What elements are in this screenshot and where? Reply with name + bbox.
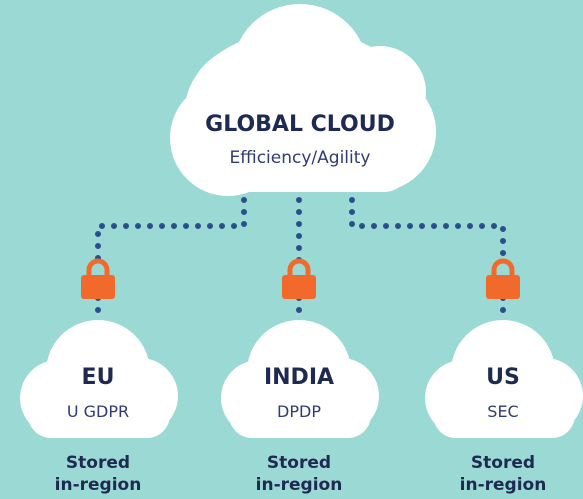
lock-icon <box>81 258 115 299</box>
region-subtitle-us: SEC <box>487 402 519 421</box>
global-cloud-title: GLOBAL CLOUD <box>205 112 395 137</box>
region-note-eu-line2: in-region <box>54 475 142 495</box>
region-title-eu: EU <box>81 365 115 390</box>
region-subtitle-india: DPDP <box>277 402 321 421</box>
connector-to-us <box>349 197 506 265</box>
region-note-india-line2: in-region <box>255 475 343 495</box>
india-cloud-shape <box>221 320 379 438</box>
region-note-eu-line1: Stored <box>65 453 131 473</box>
region-note-us-line2: in-region <box>459 475 547 495</box>
region-note-india-line1: Stored <box>266 453 332 473</box>
region-subtitle-eu: U GDPR <box>66 402 130 421</box>
lock-icon <box>282 258 316 299</box>
global-cloud-subtitle: Efficiency/Agility <box>229 148 371 168</box>
region-note-us-line1: Stored <box>470 453 536 473</box>
lock-icon <box>486 258 520 299</box>
region-title-india: INDIA <box>263 365 335 390</box>
global-cloud-shape <box>170 4 436 196</box>
connector-lines <box>95 197 506 323</box>
region-title-us: US <box>486 365 520 390</box>
connector-to-eu <box>95 197 247 265</box>
eu-cloud-shape <box>20 320 178 438</box>
us-cloud-shape <box>425 320 583 438</box>
